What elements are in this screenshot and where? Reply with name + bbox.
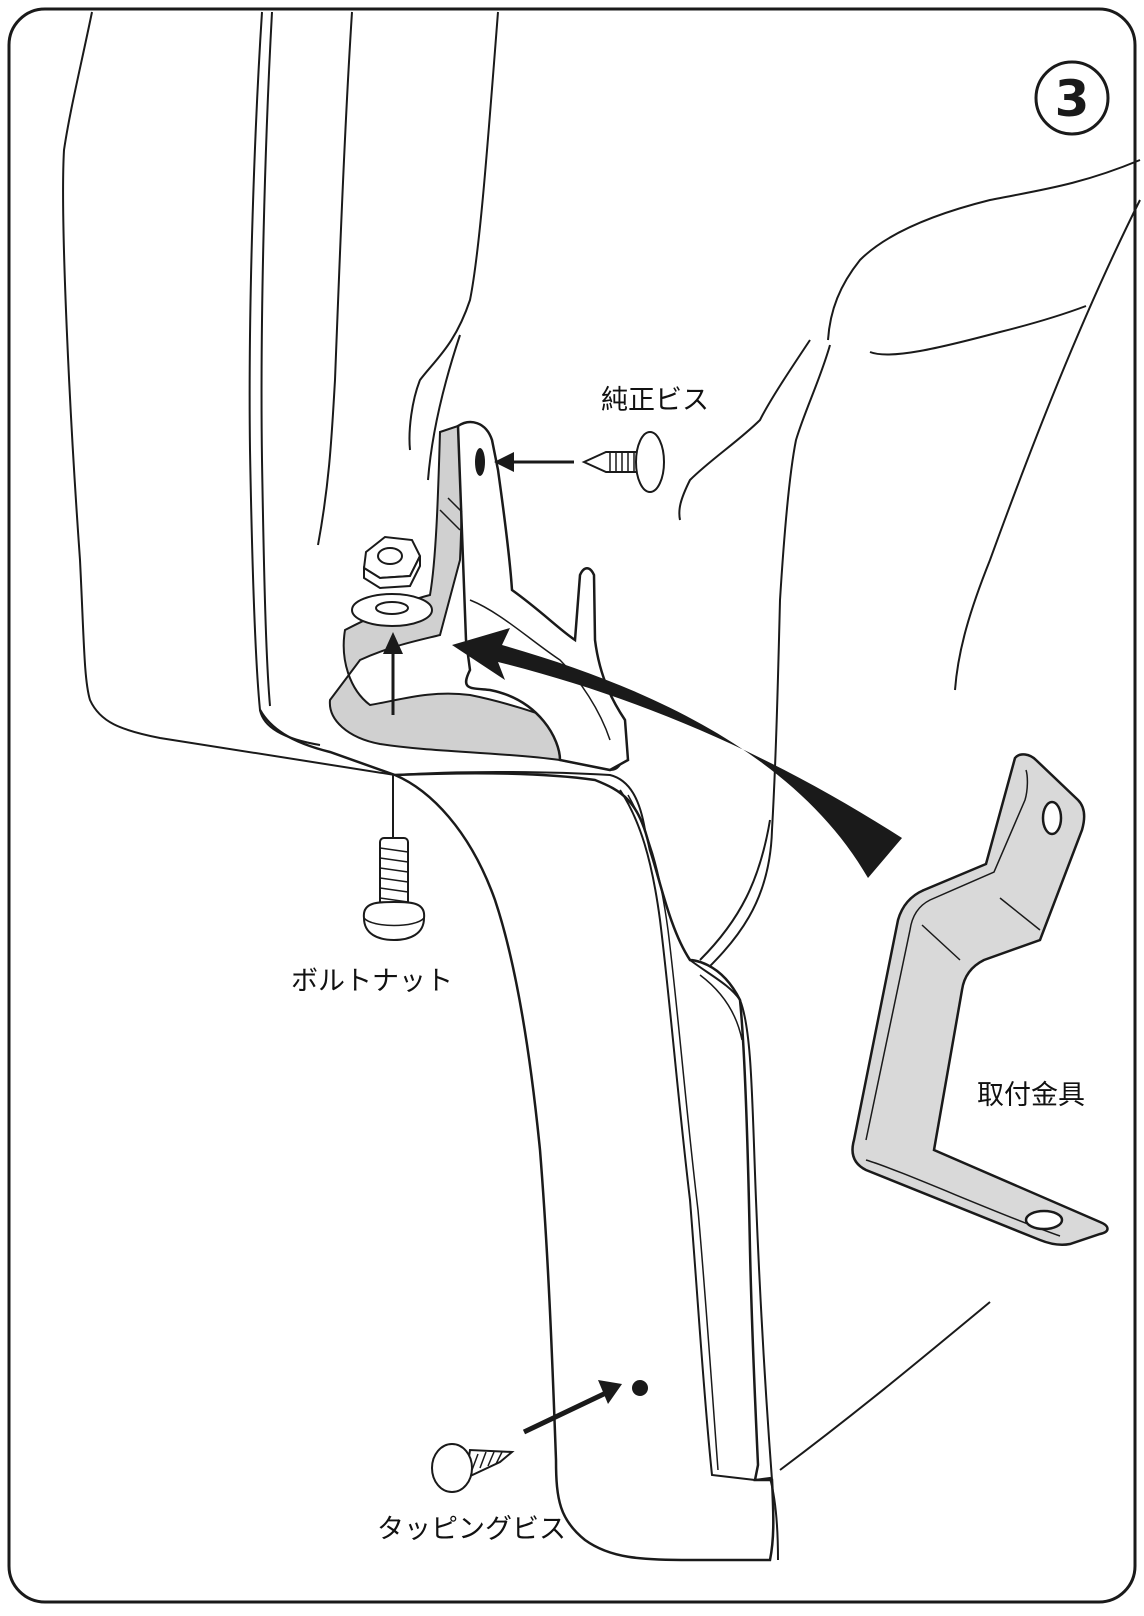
tapping-screw: [431, 1443, 515, 1493]
step-badge: 3: [1034, 60, 1110, 136]
label-tapping-screw: タッピングビス: [377, 1514, 566, 1545]
mounting-bracket: [851, 753, 1109, 1247]
assembly-arrows: [383, 452, 902, 1435]
bracket-hole: [475, 448, 485, 476]
oem-screw: [581, 431, 665, 493]
label-oem-screw: 純正ビス: [601, 385, 709, 416]
label-bolt-nut: ボルトナット: [291, 966, 453, 997]
tapping-screw-hole: [632, 1380, 648, 1396]
label-mounting-bracket: 取付金具: [977, 1080, 1085, 1111]
bracket-upper-hole: [1041, 800, 1063, 836]
bolt: [362, 837, 426, 942]
hex-nut: [362, 535, 422, 590]
mudguard-panel: [258, 709, 779, 1562]
bracket-lower-hole: [1024, 1209, 1064, 1231]
washer: [351, 593, 433, 627]
vehicle-body-outline: [62, 11, 1141, 1471]
step-number: 3: [1055, 70, 1090, 128]
